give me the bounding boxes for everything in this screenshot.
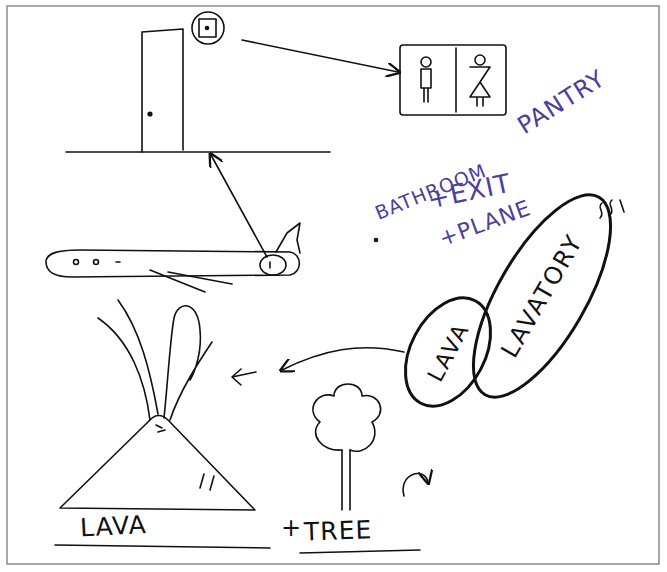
volcano: [60, 415, 255, 510]
plane-wing: [150, 270, 232, 292]
man-figure: [421, 57, 431, 102]
tree-canopy: [313, 384, 381, 451]
circled-window: [260, 255, 286, 275]
pointer-line: [211, 155, 267, 257]
underline: [300, 550, 420, 553]
underline: [55, 545, 270, 548]
leader-arrow: [282, 348, 404, 370]
plane-tail: [276, 223, 300, 253]
window-mark: [269, 262, 271, 268]
restroom-sign: [400, 45, 506, 115]
floor-line: [66, 151, 330, 153]
plane-window: [116, 261, 120, 263]
ellipse-node: LAVATORY: [444, 173, 640, 420]
node-label: LAVATORY: [444, 173, 640, 420]
sign-circle: [192, 12, 224, 44]
plane-window: [74, 260, 79, 265]
plane-window: [94, 260, 99, 265]
tree-trunk: [342, 450, 350, 510]
door-knob: [148, 112, 152, 116]
small-arrow: [232, 369, 256, 385]
handwritten-note: TREE: [304, 517, 373, 544]
stray-dot: [375, 239, 378, 242]
ellipse-node: LAVA: [385, 281, 510, 424]
woman-figure: [470, 55, 490, 106]
crater-marks: [156, 425, 165, 432]
eruption-plume: [98, 300, 212, 420]
door-sign-dot: [206, 27, 209, 30]
node-label: LAVA: [385, 281, 510, 424]
sign-divider: [455, 48, 457, 112]
handwritten-note: LAVA: [79, 512, 147, 540]
curl-arrow: [403, 474, 428, 496]
handwritten-note: +: [281, 516, 302, 540]
door-sign: [199, 19, 216, 37]
zoom-arrow: [242, 40, 398, 72]
handwritten-note: PANTRY: [514, 66, 610, 138]
door: [142, 29, 183, 152]
hatch-marks: [200, 474, 214, 490]
frame: [7, 6, 659, 564]
